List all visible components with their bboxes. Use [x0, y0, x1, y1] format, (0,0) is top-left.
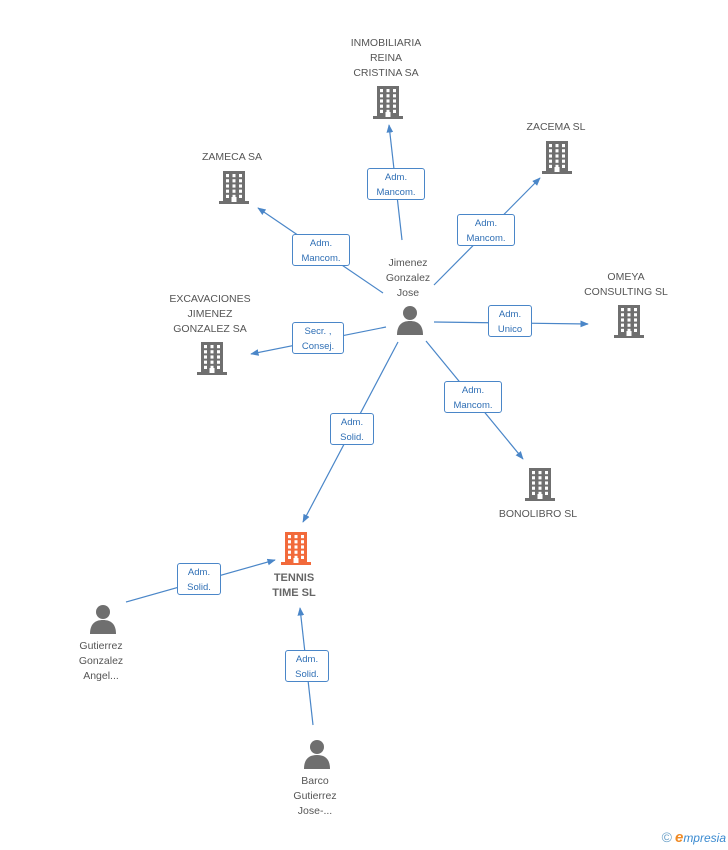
node-label-line: ZACEMA SL: [526, 121, 586, 133]
role-label-line: Adm.: [340, 417, 364, 428]
node-label-line: INMOBILIARIA: [350, 37, 422, 49]
role-label-line: Solid.: [187, 582, 211, 593]
building-icon-tennis[interactable]: [281, 531, 311, 570]
node-label-line: JIMENEZ: [187, 308, 233, 320]
node-label-line: CONSULTING SL: [584, 286, 668, 298]
building-icon-omeya[interactable]: [614, 304, 644, 343]
role-label-e2[interactable]: Adm. Mancom.: [457, 214, 515, 246]
node-label-inmobiliaria[interactable]: INMOBILIARIA REINA CRISTINA SA: [316, 36, 456, 81]
building-icon-excavaciones[interactable]: [197, 341, 227, 380]
node-label-excavaciones[interactable]: EXCAVACIONES JIMENEZ GONZALEZ SA: [140, 292, 280, 337]
node-label-line: Gutierrez: [79, 640, 123, 652]
node-label-zacema[interactable]: ZACEMA SL: [486, 120, 626, 135]
building-icon-zacema[interactable]: [542, 140, 572, 179]
role-label-line: Solid.: [295, 669, 319, 680]
node-label-line: Gonzalez: [78, 655, 124, 667]
node-label-line: Jose: [396, 287, 420, 299]
role-label-line: Mancom.: [301, 253, 341, 264]
role-label-line: Adm.: [474, 218, 498, 229]
person-icon-jimenez[interactable]: [396, 305, 424, 340]
node-label-line: TENNIS: [273, 572, 315, 584]
copyright-icon: ©: [661, 829, 672, 845]
node-label-line: CRISTINA SA: [353, 67, 419, 79]
role-label-e3[interactable]: Adm. Mancom.: [292, 234, 350, 266]
empresia-logo-initial: e: [674, 829, 684, 846]
node-label-line: Gutierrez: [293, 790, 337, 802]
role-label-line: Unico: [497, 324, 523, 335]
role-label-line: Mancom.: [376, 187, 416, 198]
role-label-e1[interactable]: Adm. Mancom.: [367, 168, 425, 200]
role-label-e9[interactable]: Adm. Solid.: [285, 650, 329, 682]
node-label-line: REINA: [369, 52, 403, 64]
node-label-line: Barco: [301, 775, 329, 787]
building-icon-bonolibro[interactable]: [525, 467, 555, 506]
role-label-e7[interactable]: Adm. Solid.: [330, 413, 374, 445]
node-label-zameca[interactable]: ZAMECA SA: [162, 150, 302, 165]
node-label-line: TIME SL: [272, 587, 316, 599]
role-label-line: Adm.: [187, 567, 211, 578]
node-label-line: OMEYA: [607, 271, 645, 283]
role-label-line: Solid.: [340, 432, 364, 443]
empresia-logo-text: mpresia: [683, 831, 726, 845]
role-label-line: Consej.: [301, 341, 335, 352]
role-label-line: Adm.: [384, 172, 408, 183]
node-label-bonolibro[interactable]: BONOLIBRO SL: [468, 507, 608, 522]
role-label-line: Adm.: [309, 238, 333, 249]
node-label-line: BONOLIBRO SL: [498, 508, 578, 520]
role-label-line: Adm.: [295, 654, 319, 665]
role-label-line: Adm.: [461, 385, 485, 396]
role-label-e6[interactable]: Adm. Mancom.: [444, 381, 502, 413]
role-label-line: Adm.: [498, 309, 522, 320]
node-label-omeya[interactable]: OMEYA CONSULTING SL: [556, 270, 696, 300]
role-label-line: Mancom.: [453, 400, 493, 411]
building-icon-inmobiliaria[interactable]: [373, 85, 403, 124]
person-icon-barco[interactable]: [303, 739, 331, 774]
node-label-line: Angel...: [83, 670, 119, 682]
role-label-e8[interactable]: Adm. Solid.: [177, 563, 221, 595]
node-label-tennis[interactable]: TENNIS TIME SL: [224, 571, 364, 601]
node-label-line: Jimenez: [388, 257, 428, 269]
node-label-line: ZAMECA SA: [201, 151, 263, 163]
role-label-e4[interactable]: Adm. Unico: [488, 305, 532, 337]
node-label-line: Gonzalez: [385, 272, 431, 284]
node-label-line: EXCAVACIONES: [169, 293, 251, 305]
building-icon-zameca[interactable]: [219, 170, 249, 209]
node-label-line: GONZALEZ SA: [173, 323, 247, 335]
person-icon-gutierrez[interactable]: [89, 604, 117, 639]
role-label-line: Mancom.: [466, 233, 506, 244]
role-label-line: Secr. ,: [304, 326, 332, 337]
brand-footer: ©empresia: [662, 829, 726, 846]
role-label-e5[interactable]: Secr. , Consej.: [292, 322, 344, 354]
node-label-line: Jose-...: [297, 805, 333, 817]
